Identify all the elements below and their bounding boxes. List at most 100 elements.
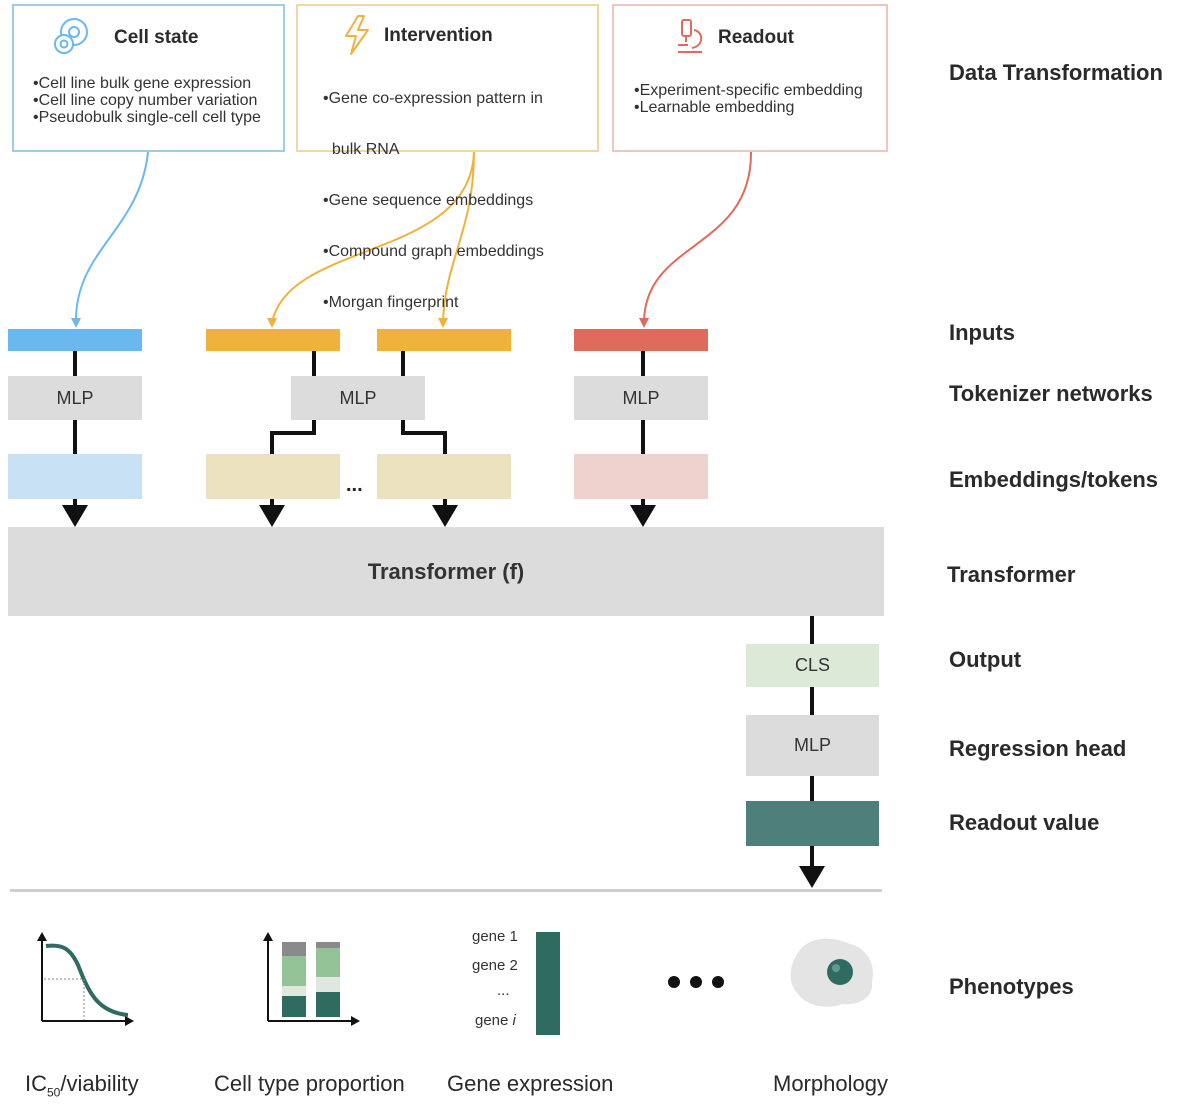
- arrow-down-icon: [432, 505, 458, 527]
- connector-line: [401, 420, 405, 435]
- row-label-output: Output: [949, 647, 1022, 672]
- gene-expression-caption: Gene expression: [447, 1071, 614, 1096]
- connector-line: [641, 420, 645, 454]
- list-item: •Cell line copy number variation: [33, 92, 258, 109]
- connector-line: [73, 420, 77, 454]
- list-item: •Pseudobulk single-cell cell type: [33, 109, 261, 126]
- cell-state-list: •Cell line bulk gene expression •Cell li…: [33, 75, 261, 126]
- transformer-block: Transformer (f): [8, 527, 884, 616]
- cell-state-connector: [74, 151, 149, 323]
- readout-connector: [643, 151, 753, 323]
- intervention-arrowhead-a: [267, 318, 277, 328]
- cell-state-box: Cell state •Cell line bulk gene expressi…: [12, 4, 285, 152]
- connector-line: [401, 351, 405, 376]
- cell-type-proportion-caption: Cell type proportion: [214, 1071, 405, 1096]
- intervention-input-bar-1: [206, 329, 340, 351]
- lightning-icon: [345, 15, 369, 55]
- readout-arrowhead: [639, 318, 649, 328]
- connector-line: [312, 420, 316, 435]
- arrow-down-icon: [630, 505, 656, 527]
- list-item: •Gene sequence embeddings: [323, 192, 534, 209]
- intervention-arrowhead-b: [438, 318, 448, 328]
- connector-line: [270, 499, 274, 507]
- list-item: •Cell line bulk gene expression: [33, 75, 252, 92]
- connector-line: [73, 351, 77, 376]
- intervention-embedding-2: [377, 454, 511, 499]
- ic50-caption: IC50/viability: [25, 1071, 139, 1099]
- readout-input-bar: [574, 329, 708, 351]
- ellipsis: ...: [346, 474, 363, 496]
- list-item: •Learnable embedding: [634, 99, 795, 116]
- connector-line: [443, 431, 447, 454]
- readout-mlp: MLP: [574, 376, 708, 420]
- list-item: •Experiment-specific embedding: [634, 82, 863, 99]
- connector-line: [312, 351, 316, 376]
- row-label-readout-value: Readout value: [949, 810, 1100, 835]
- readout-list: •Experiment-specific embedding •Learnabl…: [634, 82, 863, 116]
- ic50-subscript: 50: [47, 1085, 61, 1100]
- intervention-connector-a: [271, 151, 475, 323]
- row-label-transformer: Transformer: [947, 562, 1076, 587]
- readout-value-block: [746, 801, 879, 846]
- morphology-caption: Morphology: [773, 1071, 888, 1096]
- cell-state-arrowhead: [71, 318, 81, 328]
- row-label-phenotypes: Phenotypes: [949, 974, 1074, 999]
- readout-embedding: [574, 454, 708, 499]
- readout-title: Readout: [718, 27, 794, 48]
- connector-line: [443, 499, 447, 507]
- row-label-tokenizer: Tokenizer networks: [949, 381, 1153, 406]
- intervention-title: Intervention: [384, 25, 493, 46]
- intervention-embedding-1: [206, 454, 340, 499]
- gene-label: gene 1: [472, 928, 518, 945]
- list-item: •Compound graph embeddings: [323, 243, 544, 260]
- microscope-icon: [678, 19, 703, 53]
- connector-line: [270, 431, 316, 435]
- readout-box: Readout •Experiment-specific embedding •…: [612, 4, 888, 152]
- cell-state-mlp: MLP: [8, 376, 142, 420]
- connector-line: [810, 776, 814, 801]
- arrow-down-icon: [62, 505, 88, 527]
- cls-token: CLS: [746, 644, 879, 687]
- intervention-mlp: MLP: [291, 376, 425, 420]
- connector-line: [270, 431, 274, 454]
- intervention-box: Intervention •Gene co-expression pattern…: [296, 4, 599, 311]
- connector-line: [401, 431, 447, 435]
- connector-line: [73, 499, 77, 507]
- row-label-inputs: Inputs: [949, 320, 1015, 345]
- cells-icon: [54, 18, 88, 54]
- ic50-suffix: /viability: [60, 1071, 139, 1096]
- connector-line: [641, 499, 645, 507]
- gene-label: ...: [497, 982, 510, 999]
- connector-line: [810, 846, 814, 868]
- gene-label-index: i: [512, 1012, 516, 1029]
- regression-head-mlp: MLP: [746, 715, 879, 776]
- intervention-connector-b: [442, 151, 475, 323]
- cell-state-input-bar: [8, 329, 142, 351]
- ic50-prefix: IC: [25, 1071, 47, 1096]
- row-label-regression-head: Regression head: [949, 736, 1127, 761]
- row-label-data-transformation: Data Transformation: [949, 60, 1163, 85]
- intervention-input-bar-2: [377, 329, 511, 351]
- arrow-down-icon: [259, 505, 285, 527]
- row-label-embeddings: Embeddings/tokens: [949, 467, 1159, 492]
- connector-line: [810, 616, 814, 644]
- list-item: •Gene co-expression pattern in: [323, 90, 543, 107]
- list-item: •Morgan fingerprint: [323, 294, 459, 311]
- intervention-list: •Gene co-expression pattern in bulk RNA …: [323, 56, 544, 345]
- cell-state-title: Cell state: [114, 27, 199, 48]
- connector-line: [810, 687, 814, 715]
- gene-label: gene 2: [472, 957, 518, 974]
- gene-label-prefix: gene: [475, 1012, 513, 1029]
- connector-line: [641, 351, 645, 376]
- arrow-down-icon: [799, 866, 825, 888]
- list-item: bulk RNA: [323, 141, 400, 158]
- gene-label: gene i: [475, 1012, 516, 1029]
- divider: [10, 889, 882, 892]
- cell-state-embedding: [8, 454, 142, 499]
- gene-expression-bar: [536, 932, 560, 1035]
